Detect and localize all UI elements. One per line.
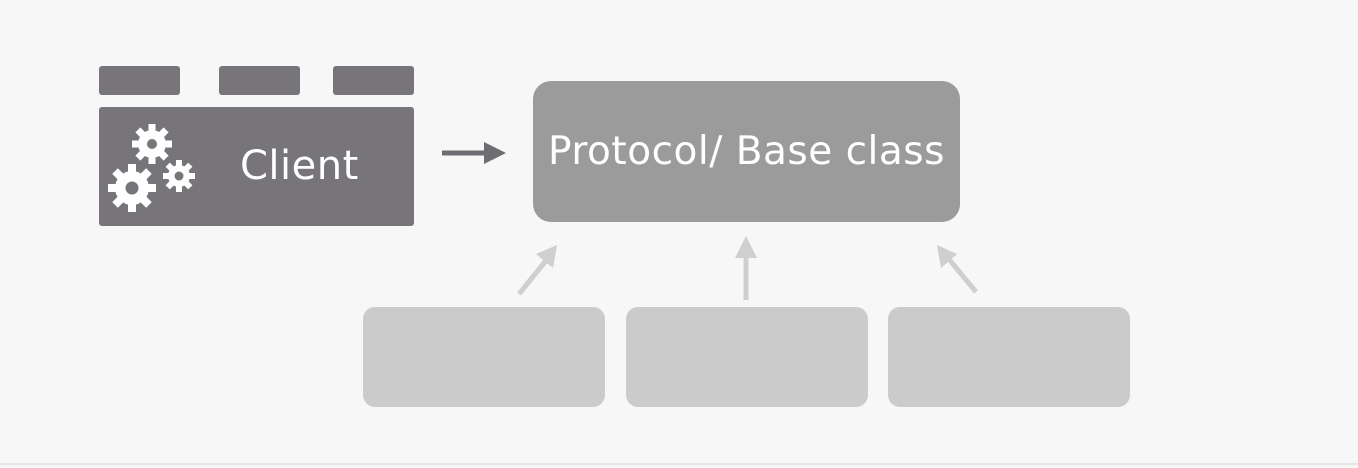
- subclass-box-2: [626, 307, 868, 407]
- client-tab-left: [99, 66, 180, 95]
- inheritance-arrow-right: [937, 245, 978, 294]
- client-label: Client: [240, 143, 359, 189]
- inheritance-arrow-middle: [735, 236, 757, 300]
- inheritance-arrow-left: [517, 245, 557, 296]
- client-tab-middle: [219, 66, 300, 95]
- client-to-protocol-arrow: [442, 142, 506, 164]
- client-tab-right: [333, 66, 414, 95]
- protocol-base-class-box: Protocol/ Base class: [533, 81, 960, 222]
- subclass-box-3: [888, 307, 1130, 407]
- gears-icon: [108, 124, 195, 212]
- subclass-box-1: [363, 307, 605, 407]
- bottom-divider: [0, 463, 1358, 465]
- protocol-label: Protocol/ Base class: [548, 129, 945, 174]
